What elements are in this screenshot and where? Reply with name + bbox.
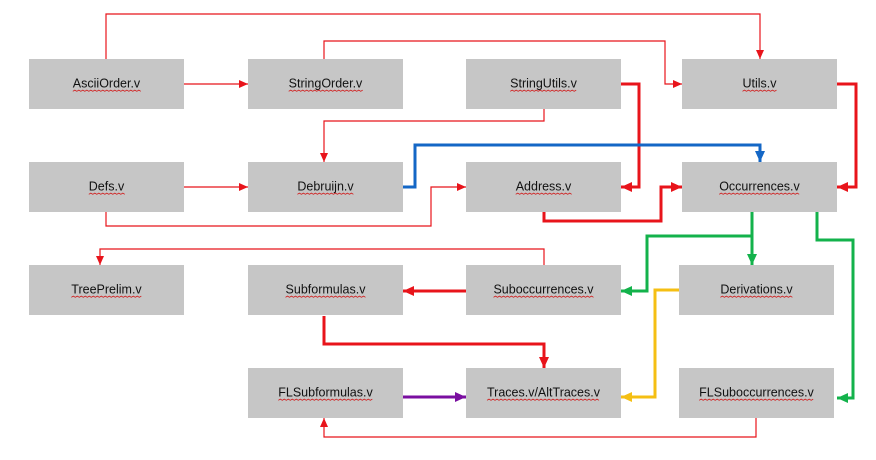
edge-ascii-order-to-utils bbox=[105, 13, 764, 59]
node-box-occurrences bbox=[682, 162, 837, 212]
spellcheck-underline bbox=[297, 192, 354, 195]
node-box-ascii-order bbox=[29, 59, 184, 109]
edge-suboccurrences-to-tree-prelim bbox=[96, 248, 545, 265]
node-occurrences: Occurrences.v bbox=[682, 162, 837, 212]
spellcheck-underline bbox=[278, 398, 373, 401]
node-label-utils: Utils.v bbox=[742, 76, 777, 90]
node-fl-subformulas: FLSubformulas.v bbox=[248, 368, 403, 418]
spellcheck-underline bbox=[88, 192, 126, 195]
spellcheck-underline bbox=[718, 192, 800, 195]
node-debruijn: Debruijn.v bbox=[248, 162, 403, 212]
node-label-string-utils: StringUtils.v bbox=[510, 76, 577, 90]
node-label-derivations: Derivations.v bbox=[720, 282, 793, 296]
node-tree-prelim: TreePrelim.v bbox=[29, 265, 184, 315]
spellcheck-underline bbox=[493, 295, 594, 298]
node-box-utils bbox=[682, 59, 837, 109]
node-subformulas: Subformulas.v bbox=[248, 265, 403, 315]
spellcheck-underline bbox=[71, 295, 142, 298]
edge-defs-to-address bbox=[105, 183, 466, 227]
edge-address-to-occurrences bbox=[542, 182, 682, 223]
node-box-suboccurrences bbox=[466, 265, 621, 315]
edge-debruijn-to-occurrences bbox=[403, 143, 765, 189]
spellcheck-underline bbox=[509, 89, 577, 92]
node-label-string-order: StringOrder.v bbox=[289, 76, 363, 90]
node-box-fl-suboccurrences bbox=[679, 368, 834, 418]
node-label-address: Address.v bbox=[516, 179, 572, 193]
edge-fl-suboccurrences-to-fl-subformulas bbox=[320, 418, 757, 438]
spellcheck-underline bbox=[486, 398, 600, 401]
node-string-order: StringOrder.v bbox=[248, 59, 403, 109]
node-box-address bbox=[466, 162, 621, 212]
node-label-debruijn: Debruijn.v bbox=[297, 179, 354, 193]
edge-string-utils-to-address bbox=[621, 82, 641, 192]
node-layer: AsciiOrder.v StringOrder.v StringUtils.v Ut… bbox=[29, 59, 837, 418]
edge-occurrences-to-fl-suboccurrences bbox=[815, 212, 855, 403]
edge-utils-to-occurrences bbox=[837, 82, 858, 192]
node-label-ascii-order: AsciiOrder.v bbox=[73, 76, 141, 90]
node-label-defs: Defs.v bbox=[89, 179, 125, 193]
spellcheck-underline bbox=[72, 89, 142, 92]
node-box-string-utils bbox=[466, 59, 621, 109]
spellcheck-underline bbox=[698, 398, 814, 401]
node-box-subformulas bbox=[248, 265, 403, 315]
node-derivations: Derivations.v bbox=[679, 265, 834, 315]
node-box-string-order bbox=[248, 59, 403, 109]
node-box-derivations bbox=[679, 265, 834, 315]
node-label-occurrences: Occurrences.v bbox=[719, 179, 800, 193]
node-box-traces bbox=[466, 368, 621, 418]
spellcheck-underline bbox=[285, 295, 366, 298]
node-label-suboccurrences: Suboccurrences.v bbox=[493, 282, 594, 296]
node-label-subformulas: Subformulas.v bbox=[286, 282, 367, 296]
node-fl-suboccurrences: FLSuboccurrences.v bbox=[679, 368, 834, 418]
node-box-defs bbox=[29, 162, 184, 212]
node-ascii-order: AsciiOrder.v bbox=[29, 59, 184, 109]
node-traces: Traces.v/AltTraces.v bbox=[466, 368, 621, 418]
node-suboccurrences: Suboccurrences.v bbox=[466, 265, 621, 315]
spellcheck-underline bbox=[742, 89, 777, 92]
node-box-fl-subformulas bbox=[248, 368, 403, 418]
node-label-traces: Traces.v/AltTraces.v bbox=[487, 385, 601, 399]
node-defs: Defs.v bbox=[29, 162, 184, 212]
edge-subformulas-to-traces bbox=[322, 316, 549, 368]
node-utils: Utils.v bbox=[682, 59, 837, 109]
node-label-fl-suboccurrences: FLSuboccurrences.v bbox=[699, 385, 814, 399]
node-label-tree-prelim: TreePrelim.v bbox=[71, 282, 142, 296]
edge-string-utils-to-debruijn bbox=[320, 109, 545, 162]
edge-derivations-to-traces bbox=[621, 288, 679, 402]
node-box-tree-prelim bbox=[29, 265, 184, 315]
edge-layer bbox=[96, 13, 858, 438]
edge-string-order-to-utils bbox=[323, 40, 682, 88]
spellcheck-underline bbox=[515, 192, 572, 195]
node-label-fl-subformulas: FLSubformulas.v bbox=[278, 385, 373, 399]
node-string-utils: StringUtils.v bbox=[466, 59, 621, 109]
node-address: Address.v bbox=[466, 162, 621, 212]
spellcheck-underline bbox=[720, 295, 793, 298]
spellcheck-underline bbox=[288, 89, 363, 92]
node-box-debruijn bbox=[248, 162, 403, 212]
